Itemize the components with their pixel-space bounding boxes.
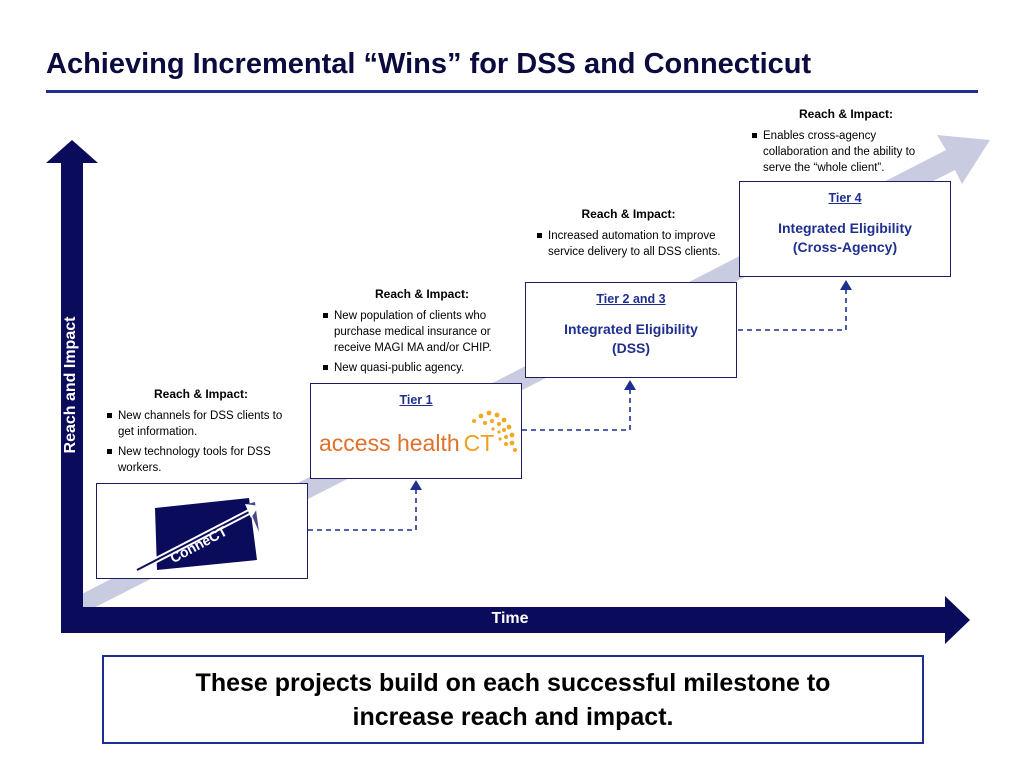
reach-impact-bullet: New population of clients who purchase m…: [322, 308, 522, 356]
reach-impact-bullet: New channels for DSS clients to get info…: [106, 408, 296, 440]
reach-impact-heading: Reach & Impact:: [153, 387, 249, 401]
reach-impact-bullet: Enables cross-agency collaboration and t…: [751, 128, 941, 176]
reach-impact-bullet: New quasi-public agency.: [322, 360, 522, 376]
title-underline: [46, 90, 978, 93]
reach-impact-heading: Reach & Impact:: [374, 287, 470, 301]
tier23-label: Tier 2 and 3: [596, 292, 666, 306]
logo-access-health-text: access health: [319, 430, 460, 456]
y-axis-label: Reach and Impact: [62, 316, 79, 454]
tier1-label: Tier 1: [399, 393, 433, 407]
reach-impact-tier1: Reach & Impact: New population of client…: [322, 286, 522, 380]
x-axis-label: Time: [491, 610, 529, 627]
connector-arrowhead: [410, 480, 422, 490]
tier23-name: Integrated Eligibility (DSS): [564, 321, 698, 356]
connector-tier23-to-tier4: [738, 290, 847, 331]
sun-burst-icon: [472, 410, 517, 452]
connect-box: ConneCT: [96, 483, 308, 579]
page-title: Achieving Incremental “Wins” for DSS and…: [46, 48, 812, 80]
x-axis-arrowhead: [945, 596, 970, 644]
y-axis-bar: [61, 162, 83, 630]
tier4-label: Tier 4: [828, 191, 862, 205]
connect-logo: ConneCT: [135, 498, 259, 573]
reach-impact-heading: Reach & Impact:: [581, 207, 676, 221]
connector-arrowhead: [624, 380, 636, 390]
tier23-box: Tier 2 and 3 Integrated Eligibility (DSS…: [525, 282, 737, 378]
summary-callout: These projects build on each successful …: [102, 655, 924, 744]
tier4-name: Integrated Eligibility (Cross-Agency): [778, 220, 912, 255]
reach-impact-bullet: Increased automation to improve service …: [536, 228, 721, 260]
y-axis-arrowhead: [46, 140, 98, 163]
reach-impact-bullet: New technology tools for DSS workers.: [106, 444, 296, 476]
reach-impact-connect: Reach & Impact: New channels for DSS cli…: [106, 386, 296, 480]
reach-impact-tier23: Reach & Impact: Increased automation to …: [536, 206, 721, 264]
reach-impact-heading: Reach & Impact:: [798, 107, 894, 121]
reach-impact-tier4: Reach & Impact: Enables cross-agency col…: [751, 106, 941, 180]
connector-arrowhead: [840, 280, 852, 290]
logo-ct-text: CT: [463, 430, 495, 456]
tier4-box: Tier 4 Integrated Eligibility (Cross-Age…: [739, 181, 951, 277]
connector-tier1-to-tier23: [522, 390, 631, 431]
connector-connect-to-tier1: [308, 490, 417, 531]
x-axis-bar: [61, 607, 946, 633]
